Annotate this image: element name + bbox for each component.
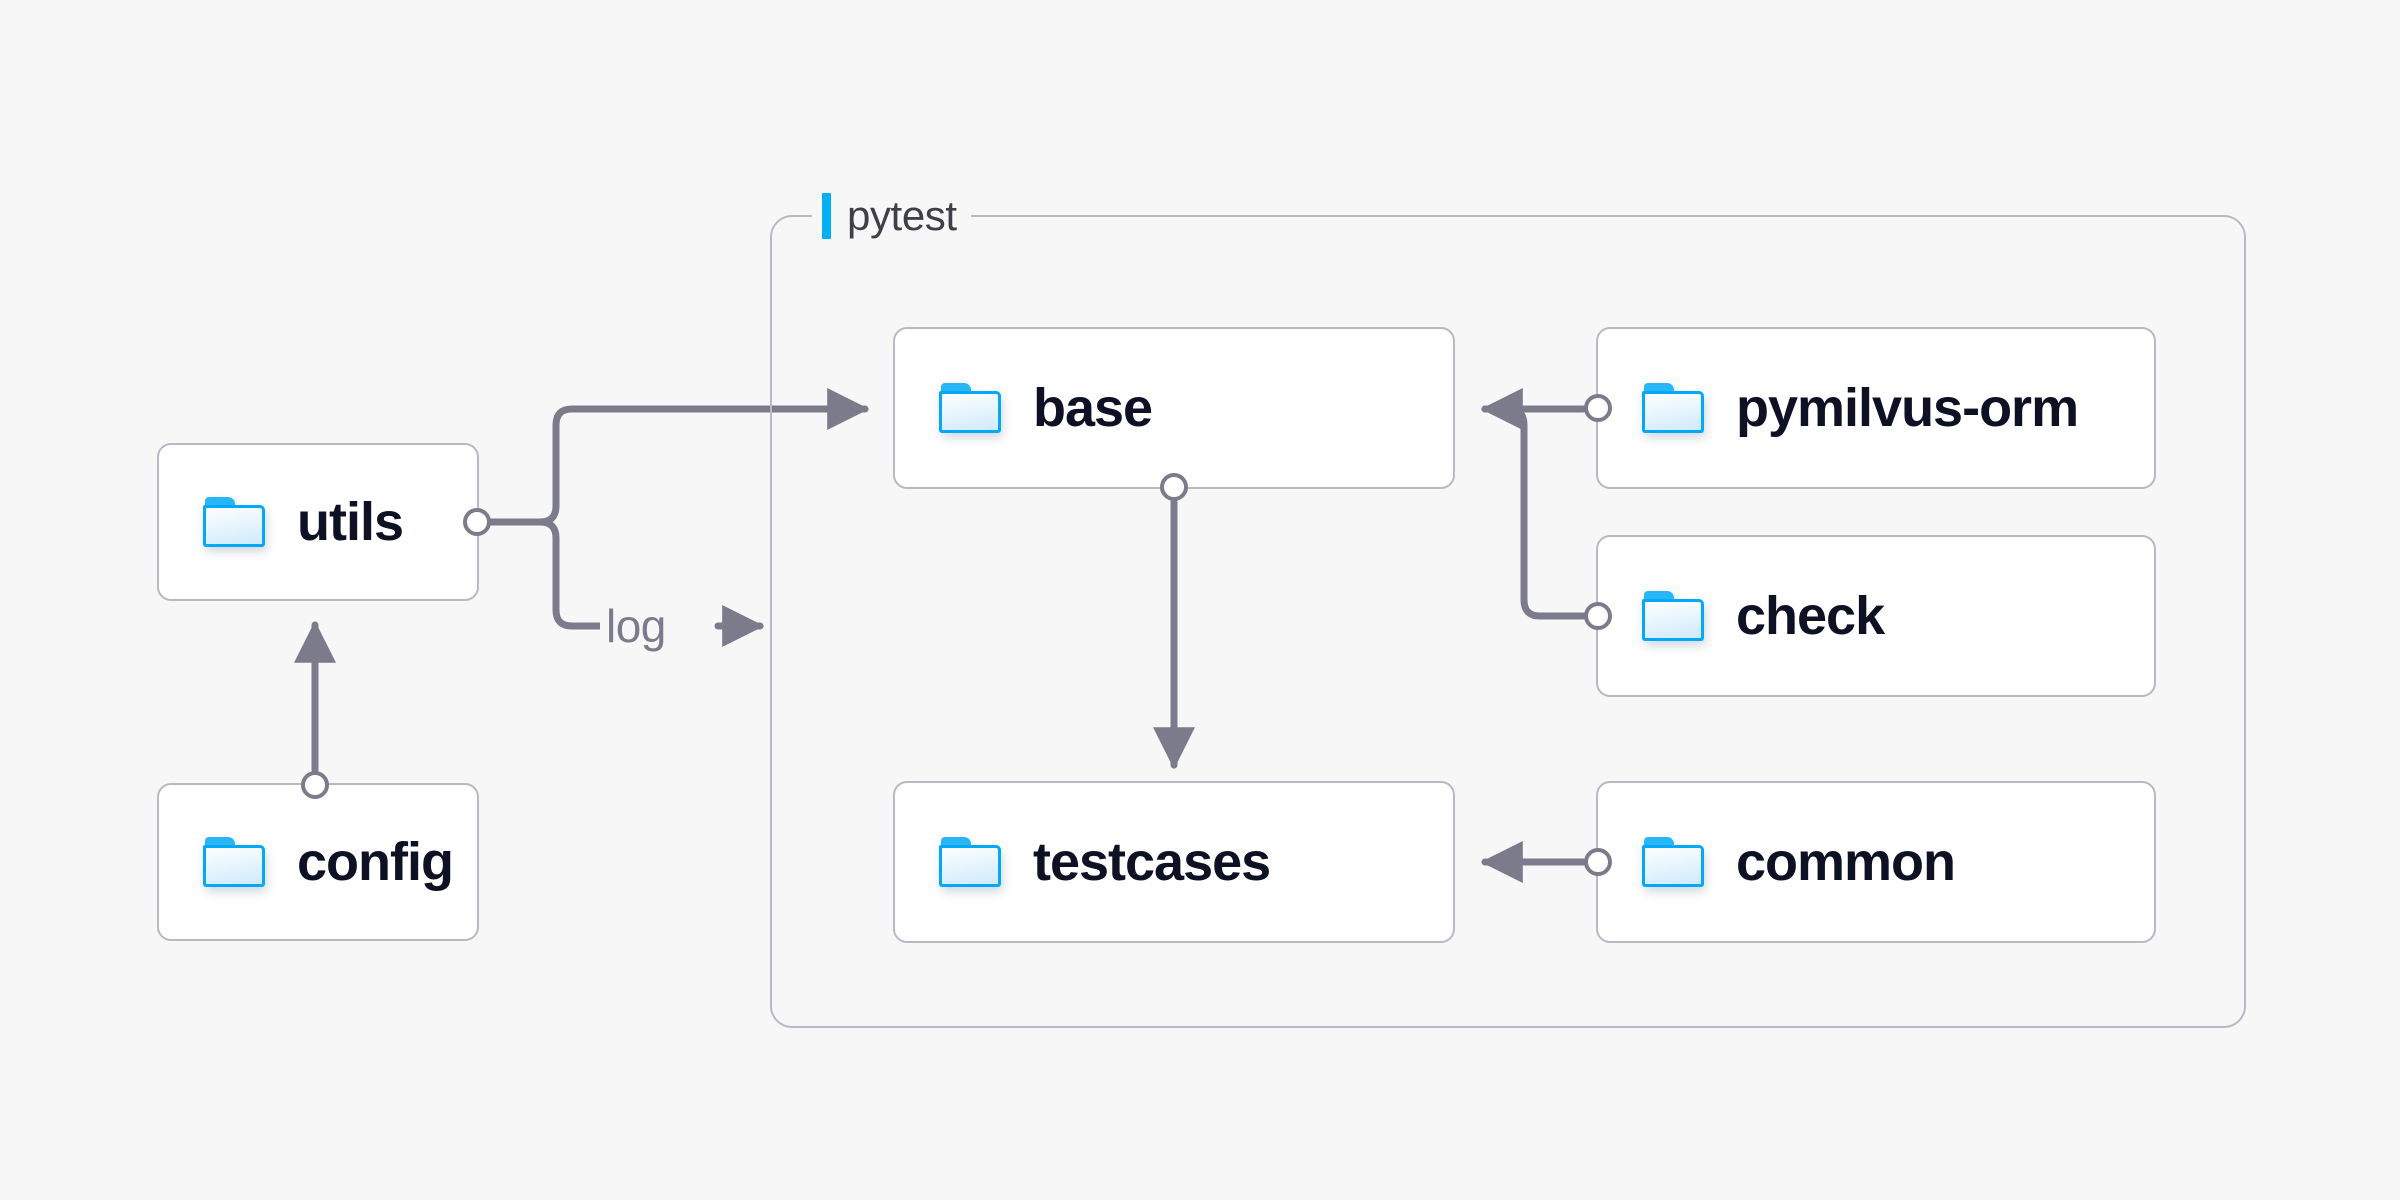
edge-utils-log — [477, 518, 604, 630]
node-base-handle-bottom[interactable] — [1160, 473, 1188, 501]
edge-label-log: log — [600, 603, 672, 649]
folder-icon — [1642, 837, 1704, 887]
folder-icon — [1642, 383, 1704, 433]
node-testcases[interactable]: testcases — [893, 781, 1455, 943]
node-utils[interactable]: utils — [157, 443, 491, 601]
node-utils-handle-right[interactable] — [463, 508, 491, 536]
node-testcases-label: testcases — [1033, 832, 1271, 892]
folder-icon — [203, 837, 265, 887]
node-utils-label: utils — [297, 492, 404, 552]
node-common[interactable]: common — [1584, 781, 2156, 943]
node-pymilvus-orm-label: pymilvus-orm — [1736, 378, 2079, 438]
pytest-group-label: pytest — [812, 192, 971, 240]
group-accent-bar — [822, 193, 831, 239]
node-check-label: check — [1736, 586, 1885, 646]
node-common-label: common — [1736, 832, 1956, 892]
node-base[interactable]: base — [893, 327, 1455, 501]
folder-icon — [939, 383, 1001, 433]
folder-icon — [1642, 591, 1704, 641]
node-pymilvus-orm[interactable]: pymilvus-orm — [1584, 327, 2156, 489]
node-config-label: config — [297, 832, 454, 892]
folder-icon — [939, 837, 1001, 887]
group-label-text: pytest — [847, 192, 957, 239]
pytest-group[interactable] — [770, 215, 2246, 1028]
node-config-handle-top[interactable] — [300, 771, 329, 799]
node-check-handle-left[interactable] — [1584, 602, 1612, 630]
node-pymilvus-orm-handle-left[interactable] — [1584, 394, 1612, 422]
node-base-label: base — [1033, 378, 1153, 438]
node-config[interactable]: config — [157, 771, 479, 941]
node-common-handle-left[interactable] — [1584, 848, 1612, 876]
folder-icon — [203, 497, 265, 547]
node-check[interactable]: check — [1584, 535, 2156, 697]
